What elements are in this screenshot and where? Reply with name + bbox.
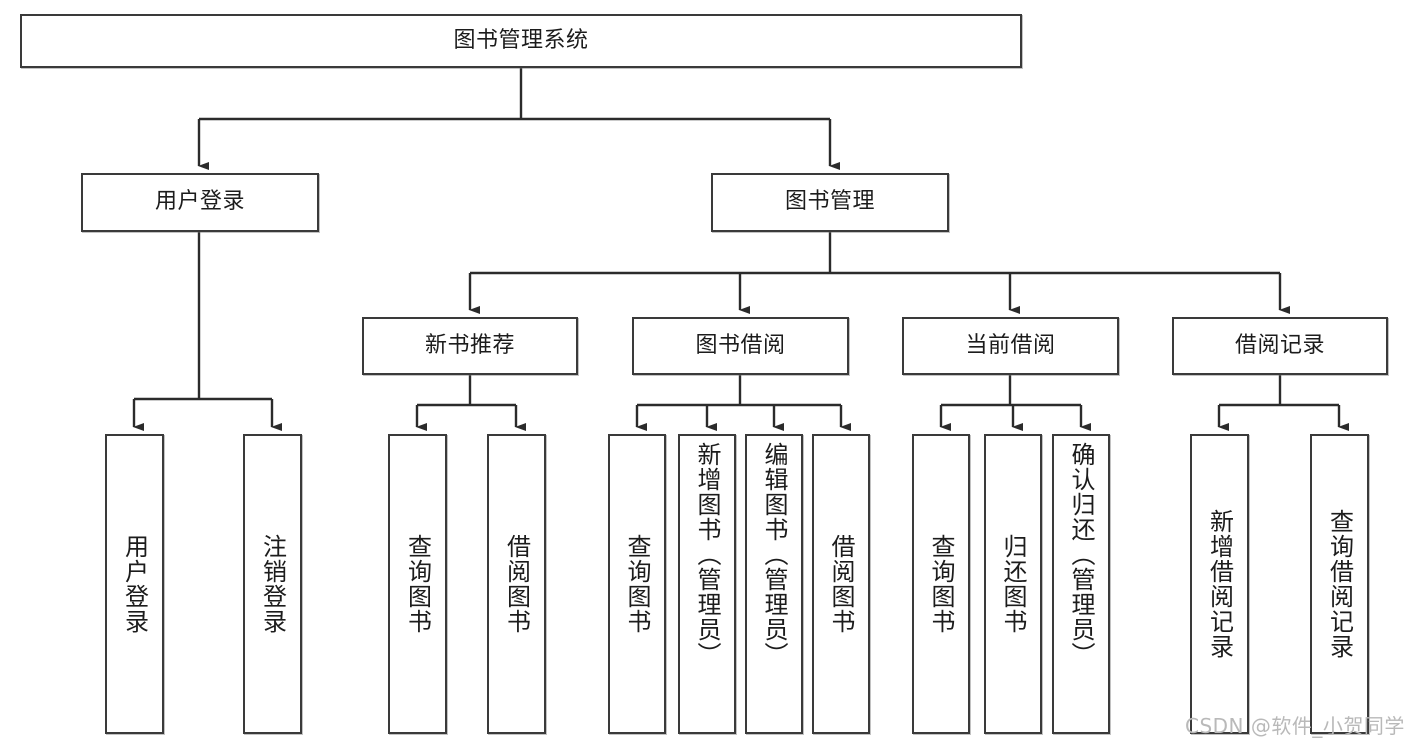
- node-leaf-11[interactable]: 新增借阅记录: [1190, 434, 1249, 734]
- node-leaf-5[interactable]: 新增图书（管理员）: [678, 434, 736, 734]
- node-root-system[interactable]: 图书管理系统: [20, 14, 1022, 68]
- node-leaf-7[interactable]: 借阅图书: [812, 434, 870, 734]
- node-leaf-6[interactable]: 编辑图书（管理员）: [745, 434, 803, 734]
- node-level3-0[interactable]: 新书推荐: [362, 317, 578, 375]
- node-level2-1[interactable]: 图书管理: [711, 173, 949, 232]
- node-level2-0[interactable]: 用户登录: [81, 173, 319, 232]
- node-leaf-4[interactable]: 查询图书: [608, 434, 666, 734]
- watermark-text: CSDN @软件_小贺同学: [1185, 714, 1405, 738]
- node-level3-3[interactable]: 借阅记录: [1172, 317, 1388, 375]
- node-leaf-12[interactable]: 查询借阅记录: [1310, 434, 1369, 734]
- node-leaf-0[interactable]: 用户登录: [105, 434, 164, 734]
- node-leaf-8[interactable]: 查询图书: [912, 434, 970, 734]
- node-level3-1[interactable]: 图书借阅: [632, 317, 849, 375]
- node-level3-2[interactable]: 当前借阅: [902, 317, 1119, 375]
- node-leaf-1[interactable]: 注销登录: [243, 434, 302, 734]
- node-leaf-10[interactable]: 确认归还（管理员）: [1052, 434, 1110, 734]
- node-leaf-9[interactable]: 归还图书: [984, 434, 1042, 734]
- node-leaf-2[interactable]: 查询图书: [388, 434, 447, 734]
- node-leaf-3[interactable]: 借阅图书: [487, 434, 546, 734]
